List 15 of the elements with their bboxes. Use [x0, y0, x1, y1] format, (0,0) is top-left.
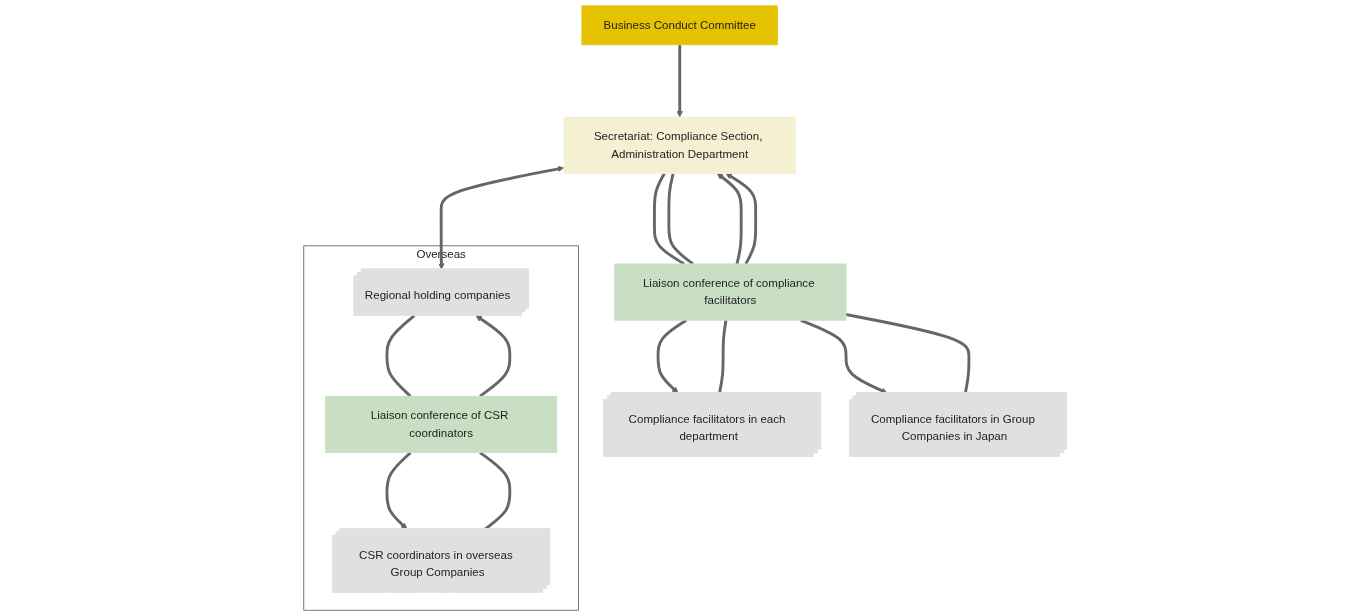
connector — [385, 314, 416, 398]
arrow — [676, 44, 683, 118]
node-box: Business Conduct Committee — [581, 5, 778, 46]
connector — [717, 320, 728, 394]
node-box: Secretariat: Compliance Section, Administration Department — [563, 116, 796, 174]
node-box: Liaison conference of compliance facilitators — [614, 263, 847, 321]
arrow — [725, 173, 757, 265]
node-box: Liaison conference of CSR coordinators — [324, 395, 557, 453]
arrow — [438, 165, 564, 270]
connector — [478, 451, 512, 530]
arrow — [475, 315, 512, 398]
arrow — [656, 319, 687, 394]
arrow — [716, 173, 743, 265]
arrow — [385, 451, 412, 530]
connector — [845, 313, 971, 394]
